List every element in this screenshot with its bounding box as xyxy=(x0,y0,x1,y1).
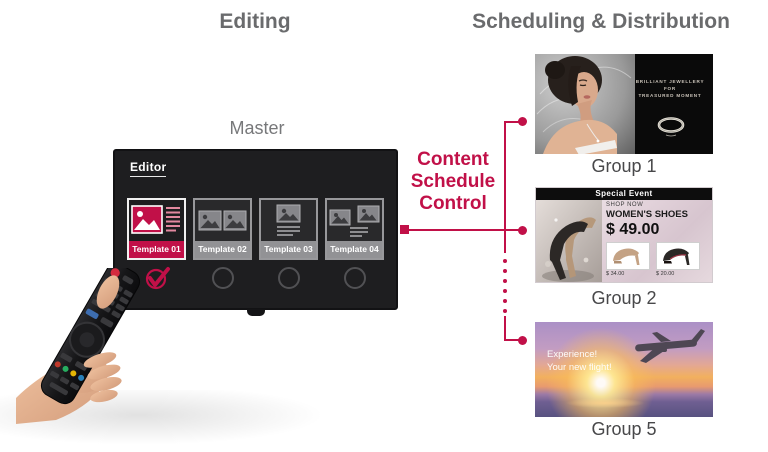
group5-label: Group 5 xyxy=(591,419,657,439)
tan-heel-icon xyxy=(613,248,640,265)
jewellery-ad-text: BRILLIANT JEWELLERY FOR TREASURED MOMENT xyxy=(631,78,709,99)
template-select-row xyxy=(127,264,388,292)
template-02-label: Template 02 xyxy=(195,241,250,258)
template-01-check xyxy=(127,264,186,292)
special-event-banner: Special Event xyxy=(536,188,712,200)
sun-reflection xyxy=(565,398,645,408)
master-label: Master xyxy=(229,118,285,138)
finger xyxy=(90,389,118,403)
template-row: Template 01 Template 02 xyxy=(127,198,384,260)
connector-dotted-segment xyxy=(503,259,507,263)
template-card-02: Template 02 xyxy=(193,198,252,260)
group1-label: Group 1 xyxy=(591,156,657,176)
main-price-text: $ 49.00 xyxy=(606,221,660,238)
editing-section-title: Editing xyxy=(219,10,291,33)
connector-line-master-to-groups xyxy=(407,229,521,231)
template-01-thumbnail-icon xyxy=(129,200,184,241)
template-03-thumbnail-icon xyxy=(261,200,316,241)
template-card-04: Template 04 xyxy=(325,198,384,260)
group2-display: Special Event SHOP NOW WOMEN'S SHOES $ 4… xyxy=(535,187,713,283)
connector-square-endpoint xyxy=(400,225,409,234)
template-04-thumbnail-icon xyxy=(327,200,382,241)
template-02-radio xyxy=(193,264,252,292)
group2-label: Group 2 xyxy=(591,288,657,308)
heels-photo xyxy=(536,200,602,282)
connector-dotted-segment xyxy=(503,269,507,273)
jewel-line-1: BRILLIANT JEWELLERY xyxy=(635,79,705,84)
group1-display: BRILLIANT JEWELLERY FOR TREASURED MOMENT xyxy=(535,54,713,154)
connector-vertical-line-bottom xyxy=(504,316,506,341)
template-card-01: Template 01 xyxy=(127,198,186,260)
airplane-icon xyxy=(635,329,705,363)
radio-circle-icon xyxy=(277,267,300,289)
connector-dot-group2 xyxy=(518,226,527,235)
connector-dot-group1 xyxy=(518,117,527,126)
connector-dot-group5 xyxy=(518,336,527,345)
radio-circle-icon xyxy=(211,267,234,289)
product-name-text: WOMEN'S SHOES xyxy=(606,209,688,220)
connector-dotted-segment xyxy=(503,299,507,303)
csc-line-2: Schedule xyxy=(410,171,496,192)
finger xyxy=(87,364,121,380)
template-04-label: Template 04 xyxy=(327,241,382,258)
shoes-ad-body: SHOP NOW WOMEN'S SHOES $ 49.00 xyxy=(536,200,712,282)
remote-power-button xyxy=(110,268,120,278)
flight-line-1: Experience! xyxy=(547,349,598,360)
finger xyxy=(83,352,117,368)
shoe-price-2: $ 20.00 xyxy=(656,271,675,277)
flight-line-2: Your new flight! xyxy=(547,362,612,373)
connector-dotted-segment xyxy=(503,289,507,293)
ring-icon xyxy=(657,117,685,137)
connector-branch-group5 xyxy=(505,339,520,341)
template-02-thumbnail-icon xyxy=(195,200,250,241)
shoe-price-1: $ 34.00 xyxy=(606,271,625,277)
csc-line-1: Content xyxy=(417,149,489,170)
shoe-thumb-1 xyxy=(606,242,650,270)
shop-now-text: SHOP NOW xyxy=(606,202,644,208)
template-04-radio xyxy=(325,264,384,292)
csc-line-3: Control xyxy=(419,193,487,214)
hand-with-remote xyxy=(16,268,141,424)
black-heel-icon xyxy=(663,248,690,265)
shoe-price-row: $ 34.00 $ 20.00 xyxy=(606,271,710,277)
shoe-thumbnails xyxy=(606,242,710,270)
template-03-radio xyxy=(259,264,318,292)
template-card-03: Template 03 xyxy=(259,198,318,260)
radio-circle-icon xyxy=(343,267,366,289)
jewel-line-2: FOR xyxy=(663,86,677,91)
master-display: Editor Template 01 xyxy=(113,149,398,310)
remote-blue-key xyxy=(85,308,99,319)
shoe-thumb-2 xyxy=(656,242,700,270)
template-01-label: Template 01 xyxy=(129,241,184,258)
scheduling-section-title: Scheduling & Distribution xyxy=(472,10,730,33)
connector-branch-group1 xyxy=(505,121,520,123)
checkmark-icon xyxy=(145,267,170,290)
connector-dotted-segment xyxy=(503,309,507,313)
monitor-stand-notch xyxy=(247,309,265,316)
jewellery-model-photo xyxy=(535,54,635,154)
connector-vertical-line-top xyxy=(504,121,506,253)
flight-ad-text: Experience! Your new flight! xyxy=(547,348,612,374)
editor-screen-title: Editor xyxy=(130,160,167,177)
remote-control xyxy=(40,268,141,405)
thumb xyxy=(96,275,120,309)
finger xyxy=(90,377,122,391)
jewel-line-3: TREASURED MOMENT xyxy=(638,93,702,98)
content-schedule-control-label: Content Schedule Control xyxy=(400,149,506,215)
template-03-label: Template 03 xyxy=(261,241,316,258)
group5-display: Experience! Your new flight! xyxy=(535,322,713,417)
connector-dotted-segment xyxy=(503,279,507,283)
